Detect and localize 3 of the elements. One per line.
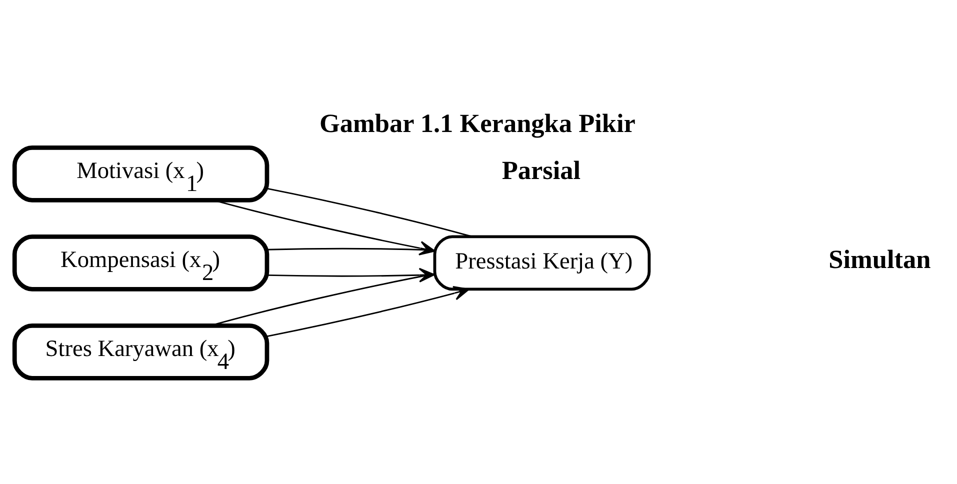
label: Parsial — [502, 155, 581, 184]
diagram-title: Gambar 1.1 Kerangka Pikir — [319, 108, 636, 138]
label: Simultan — [828, 244, 931, 274]
